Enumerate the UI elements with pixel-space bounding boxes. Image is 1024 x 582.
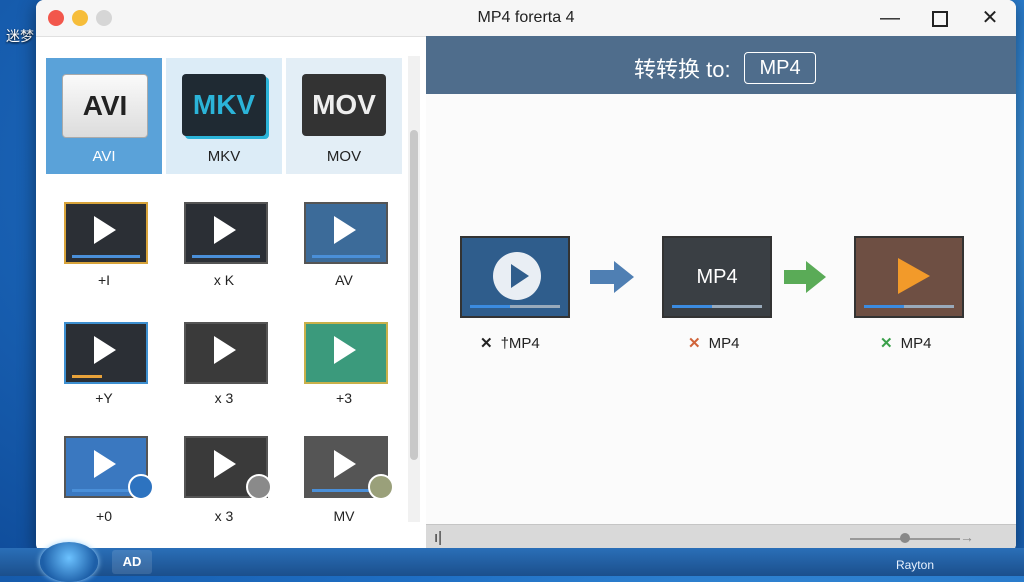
- step-text: MP4: [900, 335, 932, 352]
- preset-thumb[interactable]: [64, 202, 148, 264]
- mov-badge: MOV: [302, 74, 386, 136]
- progress-fill: [672, 305, 712, 308]
- step-label: ✕ †MP4: [480, 334, 540, 352]
- title-bar: MP4 forerta 4 — ✕: [36, 0, 1016, 37]
- format-label: MKV: [207, 148, 241, 165]
- format-label: AVI: [92, 148, 116, 165]
- overlay-label: MP4: [696, 266, 738, 288]
- step-mark-icon: ✕: [480, 335, 493, 352]
- preset-thumb[interactable]: [184, 202, 268, 264]
- progress-bar: [72, 489, 140, 492]
- olive-badge-icon: [368, 474, 394, 500]
- preset-thumb[interactable]: [304, 202, 388, 264]
- step-label: ✕ MP4: [880, 334, 931, 352]
- progress-bar: [672, 305, 762, 308]
- preset-thumb[interactable]: [304, 322, 388, 384]
- desktop-icon-label[interactable]: 迷梦: [6, 28, 34, 44]
- maximize-button[interactable]: [926, 4, 954, 32]
- play-icon: [94, 216, 116, 244]
- progress-bar: [470, 305, 560, 308]
- minimize-button[interactable]: —: [880, 7, 900, 29]
- format-label: MOV: [326, 148, 362, 165]
- step-mark-icon: ✕: [880, 335, 893, 352]
- progress-bar: [312, 255, 380, 258]
- preset-thumb[interactable]: [184, 322, 268, 384]
- format-tile-avi[interactable]: AVI AVI: [46, 58, 162, 174]
- minimize-dot-icon[interactable]: [72, 10, 88, 26]
- preset-label: AV: [335, 272, 353, 288]
- play-circle-icon: [493, 252, 541, 300]
- play-icon: [214, 450, 236, 478]
- converter-window: MP4 forerta 4 — ✕ AVI AVI MKV MKV MOV MO…: [36, 0, 1016, 552]
- grey-badge-icon: [246, 474, 272, 500]
- convert-to-label: 转转换 to:: [634, 57, 731, 82]
- format-tile-mkv[interactable]: MKV MKV: [166, 58, 282, 174]
- slider-end-icon: →: [960, 529, 974, 545]
- processing-video-icon: MP4: [662, 236, 772, 318]
- play-icon: [334, 216, 356, 244]
- play-icon: [334, 336, 356, 364]
- format-tile-mov[interactable]: MOV MOV: [286, 58, 402, 174]
- avi-badge: AVI: [62, 74, 148, 138]
- step-label: ✕ MP4: [688, 334, 739, 352]
- play-icon: [214, 216, 236, 244]
- slider-knob[interactable]: [900, 533, 910, 543]
- arrow-right-icon: [784, 261, 826, 293]
- progress-fill: [864, 305, 904, 308]
- arrow-right-icon: [590, 261, 634, 293]
- preset-label: MV: [333, 508, 355, 524]
- progress-fill: [470, 305, 510, 308]
- preset-thumb[interactable]: [184, 436, 268, 498]
- status-bar: ı| →: [426, 524, 1016, 552]
- tray-user-name: Rayton: [895, 558, 934, 572]
- play-icon: [94, 450, 116, 478]
- play-icon: [334, 450, 356, 478]
- output-video-icon: [854, 236, 964, 318]
- play-icon: [214, 336, 236, 364]
- close-dot-icon[interactable]: [48, 10, 64, 26]
- step-text: MP4: [708, 335, 740, 352]
- play-triangle-icon: [898, 258, 930, 294]
- source-video-icon: [460, 236, 570, 318]
- scrollbar-thumb[interactable]: [410, 130, 418, 460]
- taskbar: AD Rayton: [0, 542, 1024, 582]
- progress-bar: [72, 255, 140, 258]
- preset-label: +Y: [95, 390, 113, 406]
- conversion-panel: 转转换 to: MP4 ✕ †MP4 MP4 ✕ MP4: [426, 36, 1016, 526]
- maximize-icon: [932, 11, 948, 27]
- play-icon: [94, 336, 116, 364]
- progress-bar: [864, 305, 954, 308]
- progress-bar: [192, 255, 260, 258]
- preset-label: +3: [336, 390, 352, 406]
- audio-icon[interactable]: ı|: [434, 529, 443, 546]
- format-panel: AVI AVI MKV MKV MOV MOV +I x K AV +Y x 3…: [46, 56, 412, 552]
- taskbar-label: AD: [122, 554, 142, 569]
- preset-label: x K: [213, 272, 235, 288]
- progress-bar: [72, 375, 102, 378]
- start-button[interactable]: [40, 542, 98, 582]
- preset-thumb[interactable]: [64, 322, 148, 384]
- preset-label: +I: [97, 272, 111, 288]
- mkv-badge: MKV: [182, 74, 266, 136]
- preset-label: +0: [96, 508, 112, 524]
- progress-bar: [312, 489, 380, 492]
- window-title: MP4 forerta 4: [477, 9, 575, 26]
- taskbar-button[interactable]: AD: [112, 550, 152, 574]
- conversion-header: 转转换 to: MP4: [426, 36, 1016, 94]
- preset-label: x 3: [214, 390, 234, 406]
- target-format-button[interactable]: MP4: [744, 52, 816, 84]
- close-button[interactable]: ✕: [981, 7, 999, 29]
- zoom-dot-icon[interactable]: [96, 10, 112, 26]
- preset-label: x 3: [214, 508, 234, 524]
- blue-badge-icon: [128, 474, 154, 500]
- step-text: †MP4: [500, 335, 540, 352]
- step-mark-icon: ✕: [688, 335, 701, 352]
